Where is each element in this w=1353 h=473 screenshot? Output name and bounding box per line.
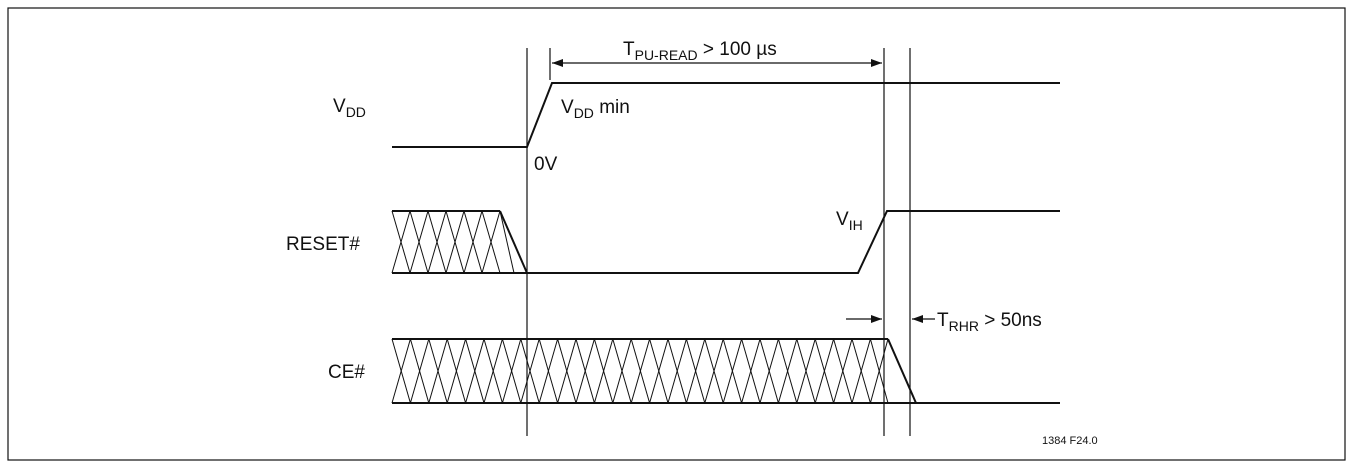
- vih-label: VIH: [836, 209, 863, 233]
- vdd-signal-label: VDD: [333, 96, 366, 120]
- trhr-label: TRHR > 50ns: [937, 310, 1042, 334]
- vdd-waveform: [392, 82, 1060, 148]
- reset-signal-label: RESET#: [286, 234, 360, 255]
- tpu-read-label: TPU-READ > 100 µs: [623, 39, 777, 63]
- zero-v-label: 0V: [534, 154, 558, 175]
- figure-id: 1384 F24.0: [1042, 435, 1098, 447]
- ce-waveform: [391, 338, 1060, 404]
- tpu-read-arrow: [552, 59, 882, 67]
- reset-waveform: [391, 210, 1060, 274]
- diagram-border: [7, 7, 1346, 461]
- vdd-min-label: VDD min: [561, 97, 630, 121]
- ce-signal-label: CE#: [328, 362, 365, 383]
- trhr-arrows: [846, 315, 935, 323]
